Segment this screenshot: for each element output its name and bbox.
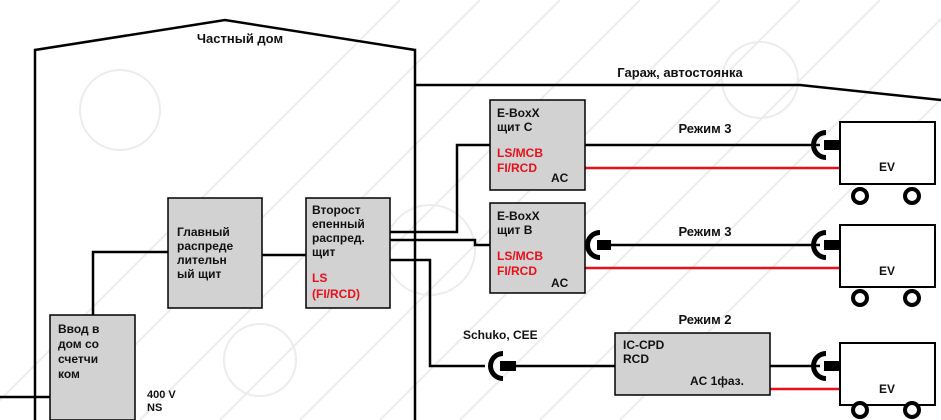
meter-box: Ввод в дом со счетчи ком <box>49 314 136 420</box>
ns-label: NS <box>147 402 162 414</box>
ev-vehicle: EV <box>839 224 936 307</box>
iccpd-line-2: RCD <box>623 352 649 366</box>
house-outline <box>33 18 417 420</box>
ev-vehicle: EV <box>839 342 936 419</box>
ev-label: EV <box>879 160 895 174</box>
ebox-c-line-1: E-BoxX <box>497 106 540 120</box>
red-wiring <box>585 166 840 391</box>
meter-line-2: дом со <box>58 337 99 351</box>
garage-roof <box>415 83 941 102</box>
meter-line-4: ком <box>58 367 80 381</box>
main-board-line-3: лительн <box>177 253 227 267</box>
sub-board-line-4: щит <box>312 245 336 259</box>
main-board-line-1: Главный <box>177 225 230 239</box>
ebox-c-red-1: LS/MCB <box>497 146 543 160</box>
ev-label: EV <box>879 264 895 278</box>
ebox-b: E-BoxX щит В LS/MCB FI/RCD AC <box>489 202 586 294</box>
plug-icon <box>811 130 840 160</box>
ebox-b-red-1: LS/MCB <box>497 249 543 263</box>
ebox-c-line-2: щит С <box>497 120 533 134</box>
ebox-c-ac: AC <box>551 171 569 185</box>
ebox-b-line-2: щит В <box>497 223 533 237</box>
ebox-b-red-2: FI/RCD <box>497 264 537 278</box>
house-title: Частный дом <box>197 31 283 46</box>
ev-label: EV <box>879 382 895 396</box>
schuko-label: Schuko, CEE <box>463 328 538 342</box>
main-board-line-4: ый щит <box>177 267 221 281</box>
plug-icon <box>811 351 840 381</box>
meter-line-3: счетчи <box>58 352 98 366</box>
main-board-line-2: распреде <box>177 239 234 253</box>
garage-title: Гараж, автостоянка <box>617 65 743 80</box>
plug-icon <box>811 230 840 260</box>
meter-line-1: Ввод в <box>58 322 99 336</box>
mode3-top-label: Режим 3 <box>678 121 731 136</box>
ebox-c-red-2: FI/RCD <box>497 161 537 175</box>
sub-board-line-3: распред. <box>312 231 365 245</box>
sub-board-line-2: епенный <box>312 217 365 231</box>
iccpd-box: IC-CPD RCD AC 1фаз. <box>614 332 771 396</box>
wiring <box>0 143 820 399</box>
mode3-mid-label: Режим 3 <box>678 224 731 239</box>
sub-board-red-1: LS <box>312 271 327 285</box>
secondary-distribution-board: Второст епенный распред. щит LS (FI/RCD) <box>305 197 391 309</box>
iccpd-suffix: AC 1фаз. <box>690 374 744 388</box>
ebox-c: E-BoxX щит С LS/MCB FI/RCD AC <box>489 99 586 191</box>
ev-vehicle: EV <box>839 121 936 205</box>
ebox-b-line-1: E-BoxX <box>497 209 540 223</box>
voltage-label: 400 V <box>147 389 176 401</box>
sub-board-line-1: Второст <box>312 203 361 217</box>
sub-board-red-2: (FI/RCD) <box>312 287 360 301</box>
iccpd-line-1: IC-CPD <box>623 338 665 352</box>
plug-icon <box>488 351 516 381</box>
ebox-b-ac: AC <box>551 276 569 290</box>
plug-icon <box>585 230 611 260</box>
main-distribution-board: Главный распреде лительн ый щит <box>167 197 263 309</box>
mode2-label: Режим 2 <box>678 312 731 327</box>
